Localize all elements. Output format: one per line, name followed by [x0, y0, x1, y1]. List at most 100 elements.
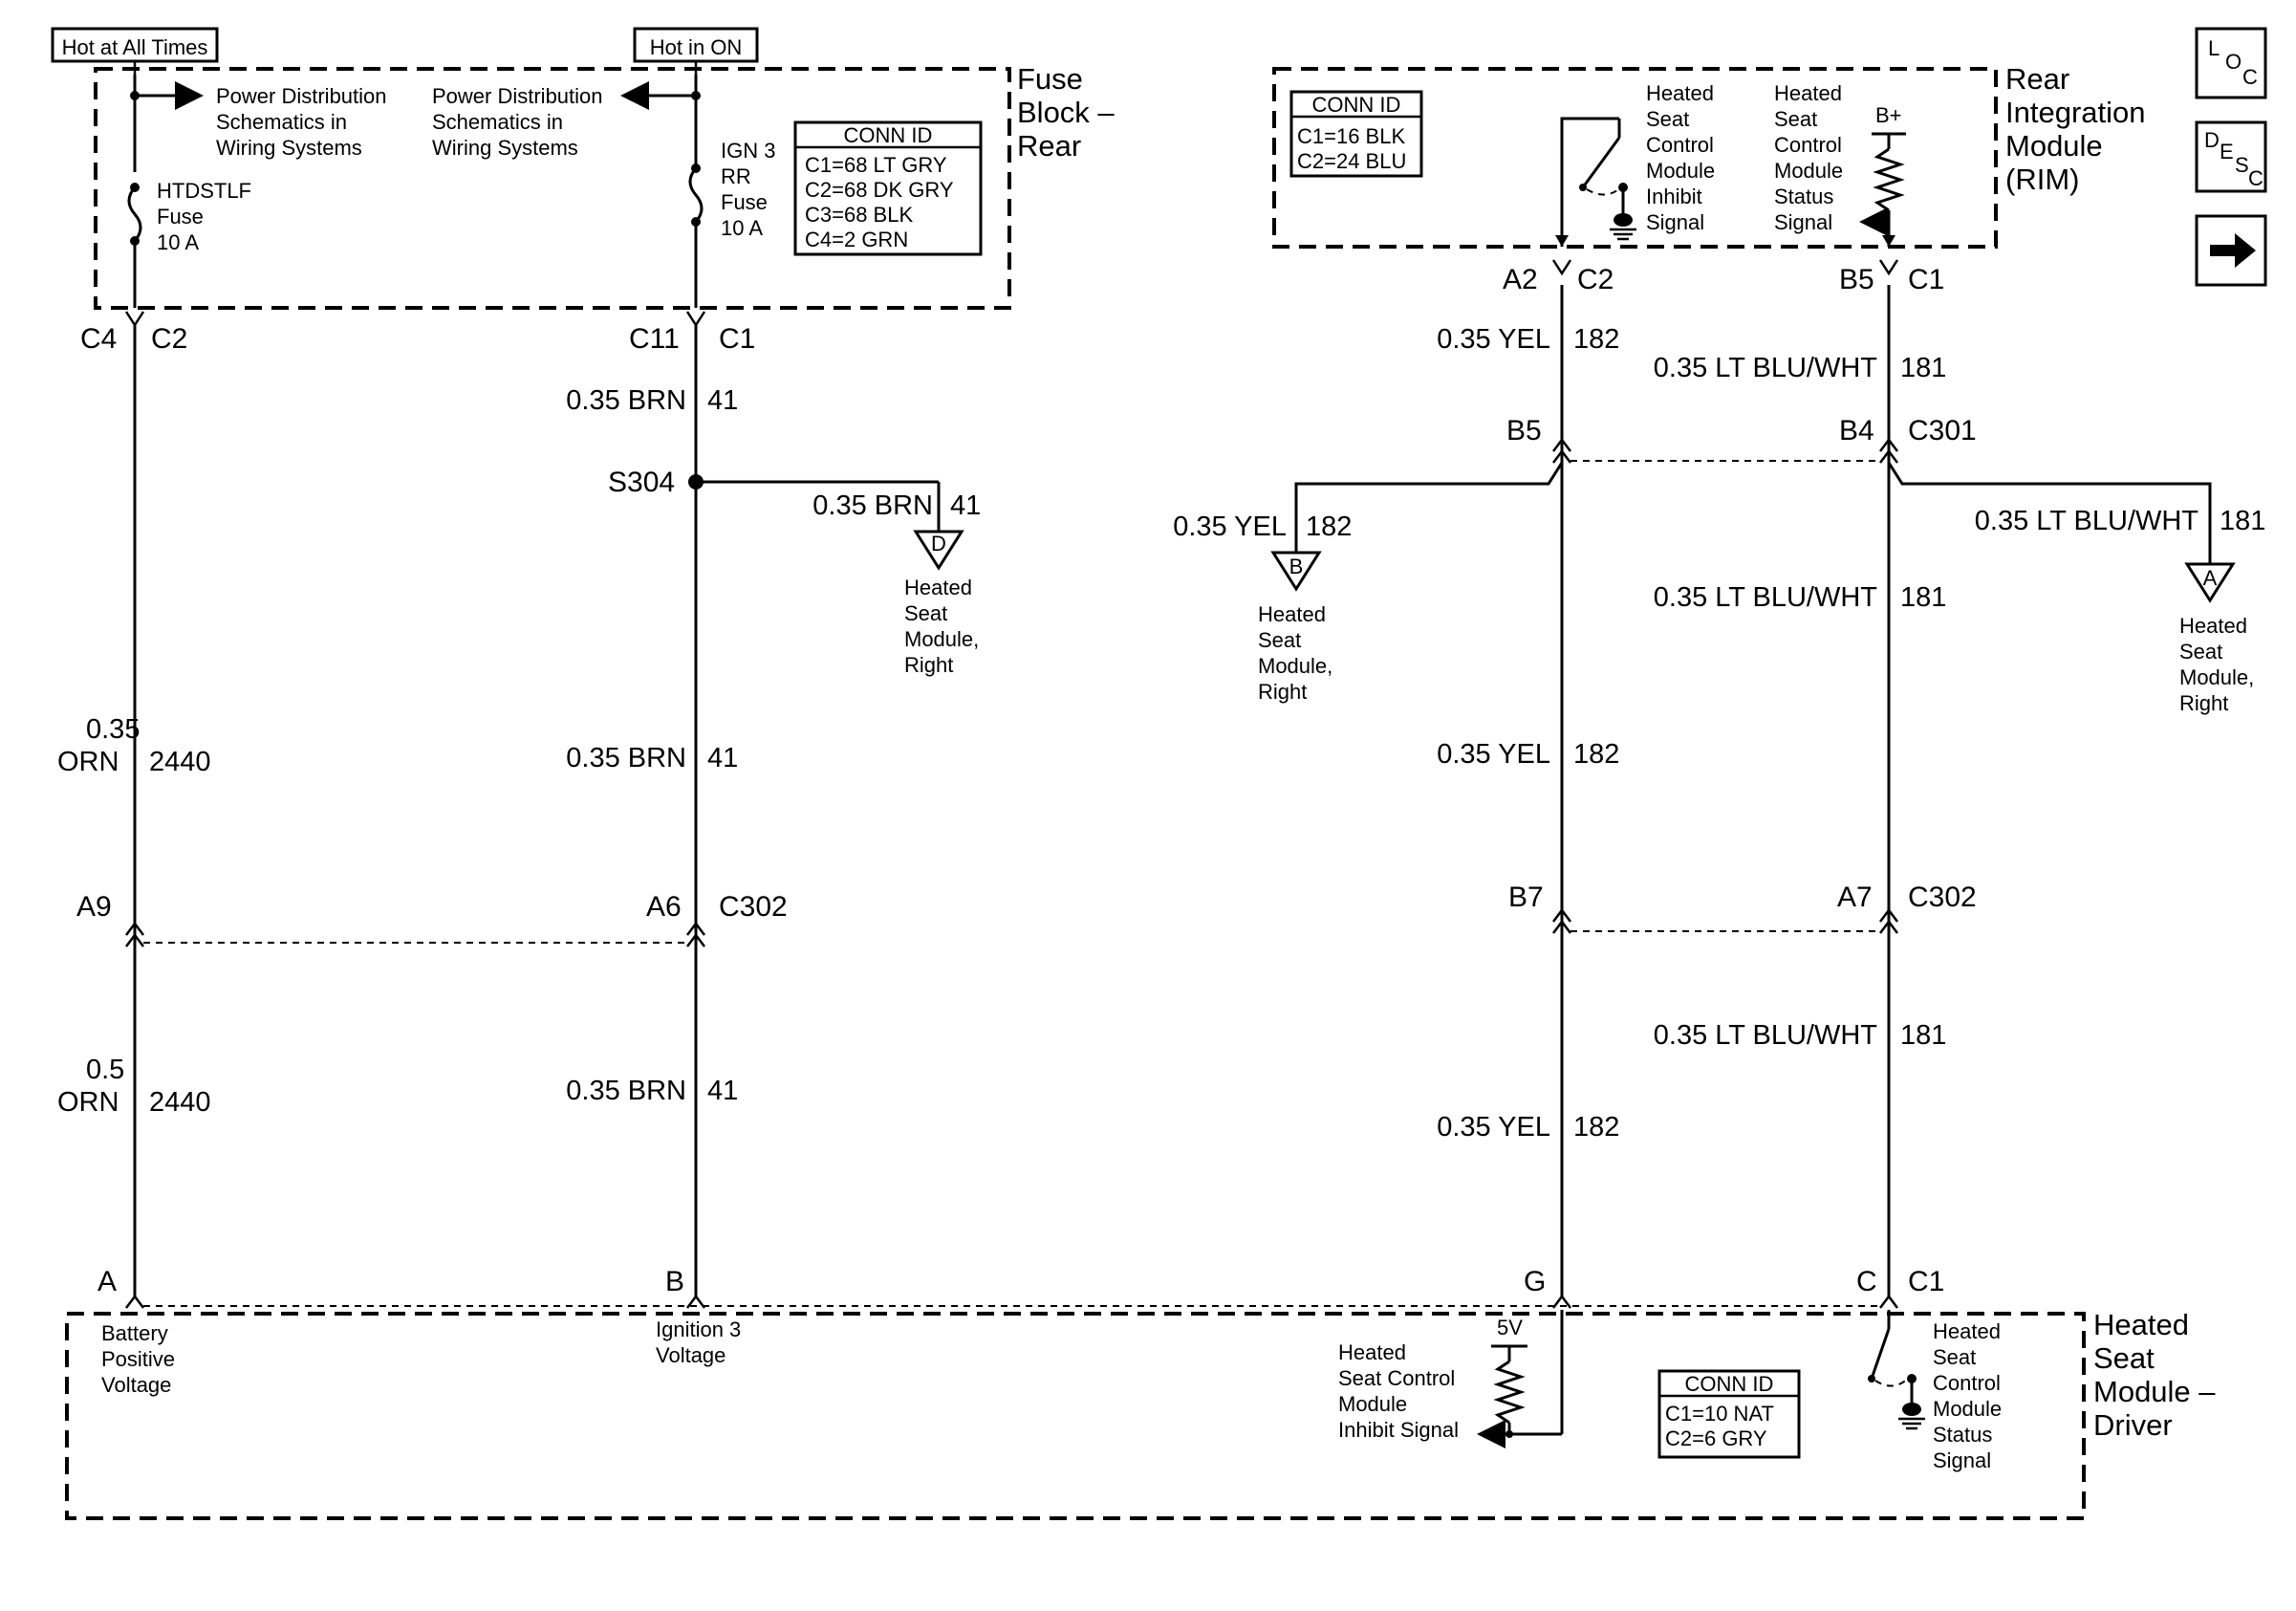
next-button[interactable]	[2195, 214, 2267, 287]
pin-c4: C4	[80, 323, 117, 355]
svg-text:Heated: Heated	[1646, 81, 1714, 105]
svg-text:CONN ID: CONN ID	[1312, 93, 1401, 117]
svg-text:Heated: Heated	[904, 576, 972, 599]
svg-text:Signal: Signal	[1646, 210, 1704, 234]
pin-c2: C2	[151, 323, 187, 355]
svg-text:182: 182	[1306, 512, 1352, 542]
svg-text:Control: Control	[1774, 133, 1842, 157]
svg-text:Module,: Module,	[904, 627, 979, 651]
wire-182-label-1: 0.35 YEL	[1437, 324, 1550, 355]
wire-182-branch-label: 0.35 YEL	[1173, 512, 1287, 542]
svg-text:Schematics in: Schematics in	[216, 110, 347, 134]
svg-text:C2=6 GRY: C2=6 GRY	[1665, 1426, 1767, 1450]
wire-2440-label-1: 0.35	[86, 714, 140, 745]
svg-text:D: D	[2204, 128, 2220, 152]
svg-text:181: 181	[1900, 582, 1946, 613]
driver-ground-icon	[1898, 1403, 1925, 1430]
svg-text:Heated: Heated	[1774, 81, 1842, 105]
svg-text:Seat: Seat	[2179, 640, 2222, 664]
svg-text:Control: Control	[1933, 1371, 2001, 1395]
pin-c: C	[1856, 1266, 1877, 1297]
right-arrow-icon	[2210, 233, 2256, 268]
svg-text:41: 41	[707, 1076, 738, 1106]
desc-button[interactable]: D E S C	[2195, 120, 2267, 193]
svg-text:O: O	[2225, 50, 2242, 74]
svg-text:Module,: Module,	[2179, 665, 2254, 689]
svg-text:Signal: Signal	[1774, 210, 1832, 234]
wire-181-label-2: 0.35 LT BLU/WHT	[1654, 582, 1878, 613]
svg-text:C: C	[2242, 65, 2258, 89]
svg-text:C2=24 BLU: C2=24 BLU	[1297, 149, 1406, 173]
connector-rim-out	[1551, 259, 1899, 276]
svg-text:CONN ID: CONN ID	[1685, 1372, 1774, 1396]
svg-text:Right: Right	[2179, 691, 2228, 715]
driver-pullup-resistor-icon	[1493, 1360, 1526, 1425]
driver-inhibit-signal-label: Heated Seat Control Module Inhibit Signa…	[1338, 1340, 1459, 1442]
svg-text:Voltage: Voltage	[656, 1343, 726, 1367]
rim-inhibit-switch-icon	[1581, 137, 1621, 188]
svg-text:Module: Module	[2005, 129, 2103, 163]
offpage-connector-b: B Heated Seat Module, Right	[1258, 551, 1332, 704]
svg-text:Status: Status	[1774, 185, 1833, 208]
svg-text:Fuse: Fuse	[721, 190, 768, 214]
wire-41-label-2: 0.35 BRN	[566, 743, 686, 773]
pin-a6: A6	[646, 891, 682, 923]
wire-41-branch-label: 0.35 BRN	[812, 490, 933, 521]
svg-text:C1=16 BLK: C1=16 BLK	[1297, 124, 1405, 148]
driver-status-switch-icon	[1870, 1328, 1891, 1380]
svg-text:Schematics in: Schematics in	[432, 110, 563, 134]
svg-text:2440: 2440	[149, 747, 211, 777]
svg-text:A: A	[2203, 566, 2218, 590]
fuse-block-rear-outline	[94, 67, 1011, 310]
svg-text:(RIM): (RIM)	[2005, 163, 2079, 196]
wire-181-label-1: 0.35 LT BLU/WHT	[1654, 353, 1878, 383]
htdstlf-fuse-label: HTDSTLF Fuse 10 A	[157, 179, 251, 254]
pin-a2: A2	[1503, 264, 1538, 295]
svg-text:ORN: ORN	[57, 747, 119, 777]
ign3-rr-fuse-label: IGN 3 RR Fuse 10 A	[721, 139, 775, 240]
svg-text:C1=68 LT GRY: C1=68 LT GRY	[805, 153, 947, 177]
power-distribution-ref-left: Power Distribution Schematics in Wiring …	[216, 84, 387, 160]
svg-text:Seat: Seat	[904, 601, 947, 625]
svg-text:Fuse: Fuse	[1017, 62, 1083, 96]
pin-c2-rim: C2	[1577, 264, 1614, 295]
rim-outline	[1272, 67, 1998, 249]
svg-text:Battery: Battery	[101, 1321, 168, 1345]
svg-text:C: C	[2248, 166, 2264, 190]
svg-text:2440: 2440	[149, 1087, 211, 1118]
wire-2440-label-2: 0.5	[86, 1055, 124, 1085]
driver-5v-label: 5V	[1497, 1316, 1523, 1339]
connector-c301-label: C301	[1908, 415, 1977, 446]
rim-conn-id-table: CONN ID C1=16 BLK C2=24 BLU	[1289, 90, 1423, 178]
pin-b5-rim: B5	[1839, 264, 1874, 295]
svg-text:Heated: Heated	[1338, 1340, 1406, 1364]
wire-181-branch-label: 0.35 LT BLU/WHT	[1975, 506, 2199, 536]
loc-button[interactable]: L O C	[2195, 27, 2267, 99]
svg-text:Module –: Module –	[2093, 1375, 2216, 1408]
svg-text:Heated: Heated	[1933, 1319, 2001, 1343]
hot-in-on-label: Hot in ON	[650, 35, 743, 59]
svg-text:Rear: Rear	[2005, 62, 2069, 96]
svg-text:41: 41	[950, 490, 981, 521]
wire-182-label-2: 0.35 YEL	[1437, 739, 1550, 770]
hot-in-on-tag: Hot in ON	[633, 27, 759, 63]
rim-title: Rear Integration Module (RIM)	[2005, 62, 2146, 196]
svg-text:RR: RR	[721, 164, 751, 188]
hot-at-all-times-tag: Hot at All Times	[51, 27, 219, 63]
svg-text:B: B	[1289, 555, 1304, 578]
svg-text:Driver: Driver	[2093, 1408, 2173, 1442]
svg-text:Power Distribution: Power Distribution	[432, 84, 603, 108]
svg-text:Integration: Integration	[2005, 96, 2146, 129]
rim-inhibit-signal-label: Heated Seat Control Module Inhibit Signa…	[1646, 81, 1715, 234]
svg-text:C1=10 NAT: C1=10 NAT	[1665, 1402, 1774, 1426]
svg-text:10 A: 10 A	[721, 216, 763, 240]
svg-text:ORN: ORN	[57, 1087, 119, 1118]
svg-text:CONN ID: CONN ID	[844, 123, 933, 147]
svg-text:Heated: Heated	[2093, 1308, 2189, 1341]
ignition-3-voltage-label: Ignition 3 Voltage	[656, 1317, 741, 1367]
connector-c302-label: C302	[719, 891, 788, 923]
svg-text:181: 181	[1900, 1020, 1946, 1051]
svg-text:L: L	[2208, 36, 2220, 60]
svg-text:Voltage: Voltage	[101, 1373, 171, 1397]
svg-text:Fuse: Fuse	[157, 205, 204, 229]
